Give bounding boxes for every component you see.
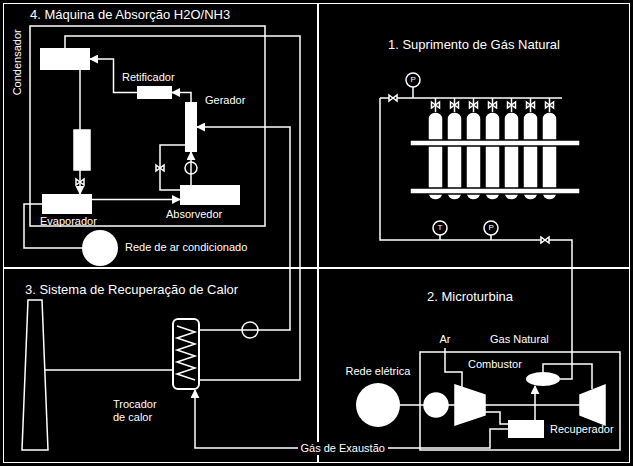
cooling-pipe (65, 36, 300, 380)
valve-symbol (156, 165, 164, 171)
section-panel: 1. Suprimento de Gás Natural (318, 3, 630, 268)
edge-label: Gás de Exaustão (298, 442, 388, 455)
component-label: Retificador (122, 71, 175, 84)
section-panel: Trocador de calor 3. Sistema de Recuperaç… (3, 268, 318, 463)
machine-frame (30, 26, 265, 226)
air-pipe (485, 412, 508, 424)
compressor-symbol (455, 385, 485, 425)
network-circle: Rede elétrica (356, 383, 400, 427)
gas-cylinders (428, 98, 557, 200)
section-title: 1. Suprimento de Gás Natural (388, 38, 560, 53)
air-pipe (445, 348, 462, 387)
component-label: Evaporador (40, 215, 97, 228)
section-panel: CondensadorRetificadorGeradorEvaporadorA… (3, 3, 318, 268)
gauge-letter: T (438, 224, 443, 232)
component-label: Combustor (468, 358, 522, 371)
stream-label: Gas Natural (490, 334, 549, 345)
valves (76, 95, 554, 243)
component-label: Gerador (205, 94, 245, 107)
component-box: Evaporador (42, 194, 92, 214)
section-title: 4. Máquina de Absorção H2O/NH3 (30, 8, 230, 23)
chimney (22, 300, 48, 450)
gauge-letter: P (411, 76, 416, 84)
component-box: Condensador (40, 48, 90, 70)
valve-symbol (470, 102, 478, 108)
gauge-symbol (406, 73, 420, 87)
valve-symbol (389, 95, 397, 101)
section-title: 2. Microturbina (427, 290, 513, 305)
valve-symbol (451, 102, 459, 108)
gauge-stem (412, 87, 414, 98)
gas-cylinder (542, 112, 557, 200)
generator-symbol (424, 393, 448, 417)
pipe-connector (195, 390, 508, 448)
pipe-connector (92, 199, 180, 201)
valve-symbol (541, 237, 549, 243)
valve-symbol (489, 102, 497, 108)
fence-rail (410, 140, 580, 146)
component-label: Absorvedor (166, 208, 222, 221)
component-box: Retificador (137, 86, 172, 99)
network-circle: Rede de ar condicionado (82, 230, 118, 266)
pipe-connector (534, 386, 536, 420)
turbine-frame (420, 352, 620, 450)
gas-cylinder (466, 112, 481, 200)
gas-cylinder (523, 112, 538, 200)
combustor-ellipse: Combustor (526, 372, 560, 386)
heat-exchanger: Trocador de calor (172, 318, 200, 390)
turbine-symbol (580, 385, 605, 425)
valve-symbol (527, 102, 535, 108)
component-box: Recuperador (508, 420, 544, 438)
shaft (400, 404, 424, 406)
gas-manifold (380, 97, 562, 99)
component-label: Rede elétrica (346, 365, 411, 378)
gas-cylinder (485, 112, 500, 200)
valve-symbol (546, 102, 554, 108)
exhaust-pipe (45, 369, 172, 371)
gauge-letter: P (489, 224, 494, 232)
pipe-connector (190, 152, 192, 185)
stream-label: Ar (440, 334, 451, 345)
component-label: Rede de ar condicionado (125, 241, 247, 254)
component-box: Absorvedor (180, 185, 240, 205)
pipe-connector (172, 93, 191, 103)
valve-symbol (508, 102, 516, 108)
valve-symbol (432, 102, 440, 108)
pipe-connector (197, 127, 290, 330)
heat-exchanger-box (74, 130, 90, 170)
pipe-connector (79, 70, 81, 194)
component-label: Trocador de calor (113, 398, 168, 423)
component-label: Condensador (11, 29, 24, 95)
gas-cylinder (447, 112, 462, 200)
section-title: 3. Sistema de Recuperação de Calor (25, 283, 238, 298)
component-box: Gerador (185, 102, 197, 152)
fence-rail (410, 188, 580, 194)
gas-cylinder (504, 112, 519, 200)
gas-cylinder (428, 112, 443, 200)
gauge-symbol (433, 221, 447, 235)
section-panel: Rede elétricaCombustorRecuperador2. Micr… (318, 268, 630, 463)
component-label: Recuperador (550, 423, 614, 436)
heat-exchanger-coil (177, 326, 195, 380)
gauge-symbol (484, 221, 498, 235)
